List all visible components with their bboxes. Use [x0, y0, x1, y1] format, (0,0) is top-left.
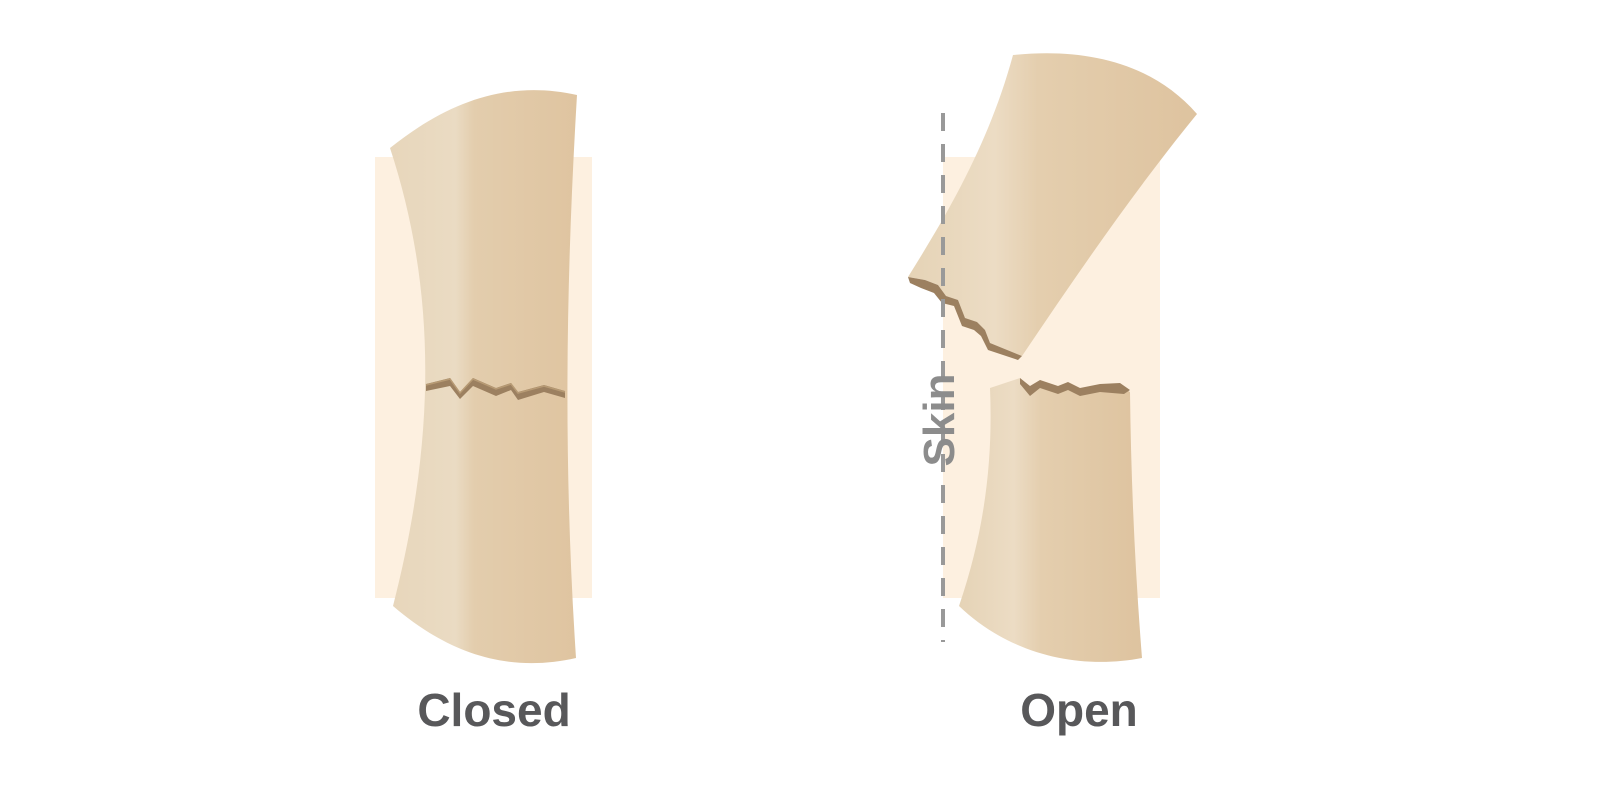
bone-lower-fragment: [959, 378, 1142, 662]
bone-closed: [390, 90, 577, 664]
open-fracture-panel: [908, 53, 1197, 662]
closed-fracture-panel: [375, 90, 592, 664]
bone-upper-fragment: [908, 53, 1197, 356]
skin-label: Skin: [915, 373, 964, 467]
fracture-edge-lower: [1020, 378, 1130, 396]
closed-caption: Closed: [417, 684, 571, 736]
fracture-edge-upper: [908, 277, 1022, 360]
fracture-highlight-closed: [425, 378, 566, 395]
open-caption: Open: [1020, 684, 1138, 736]
